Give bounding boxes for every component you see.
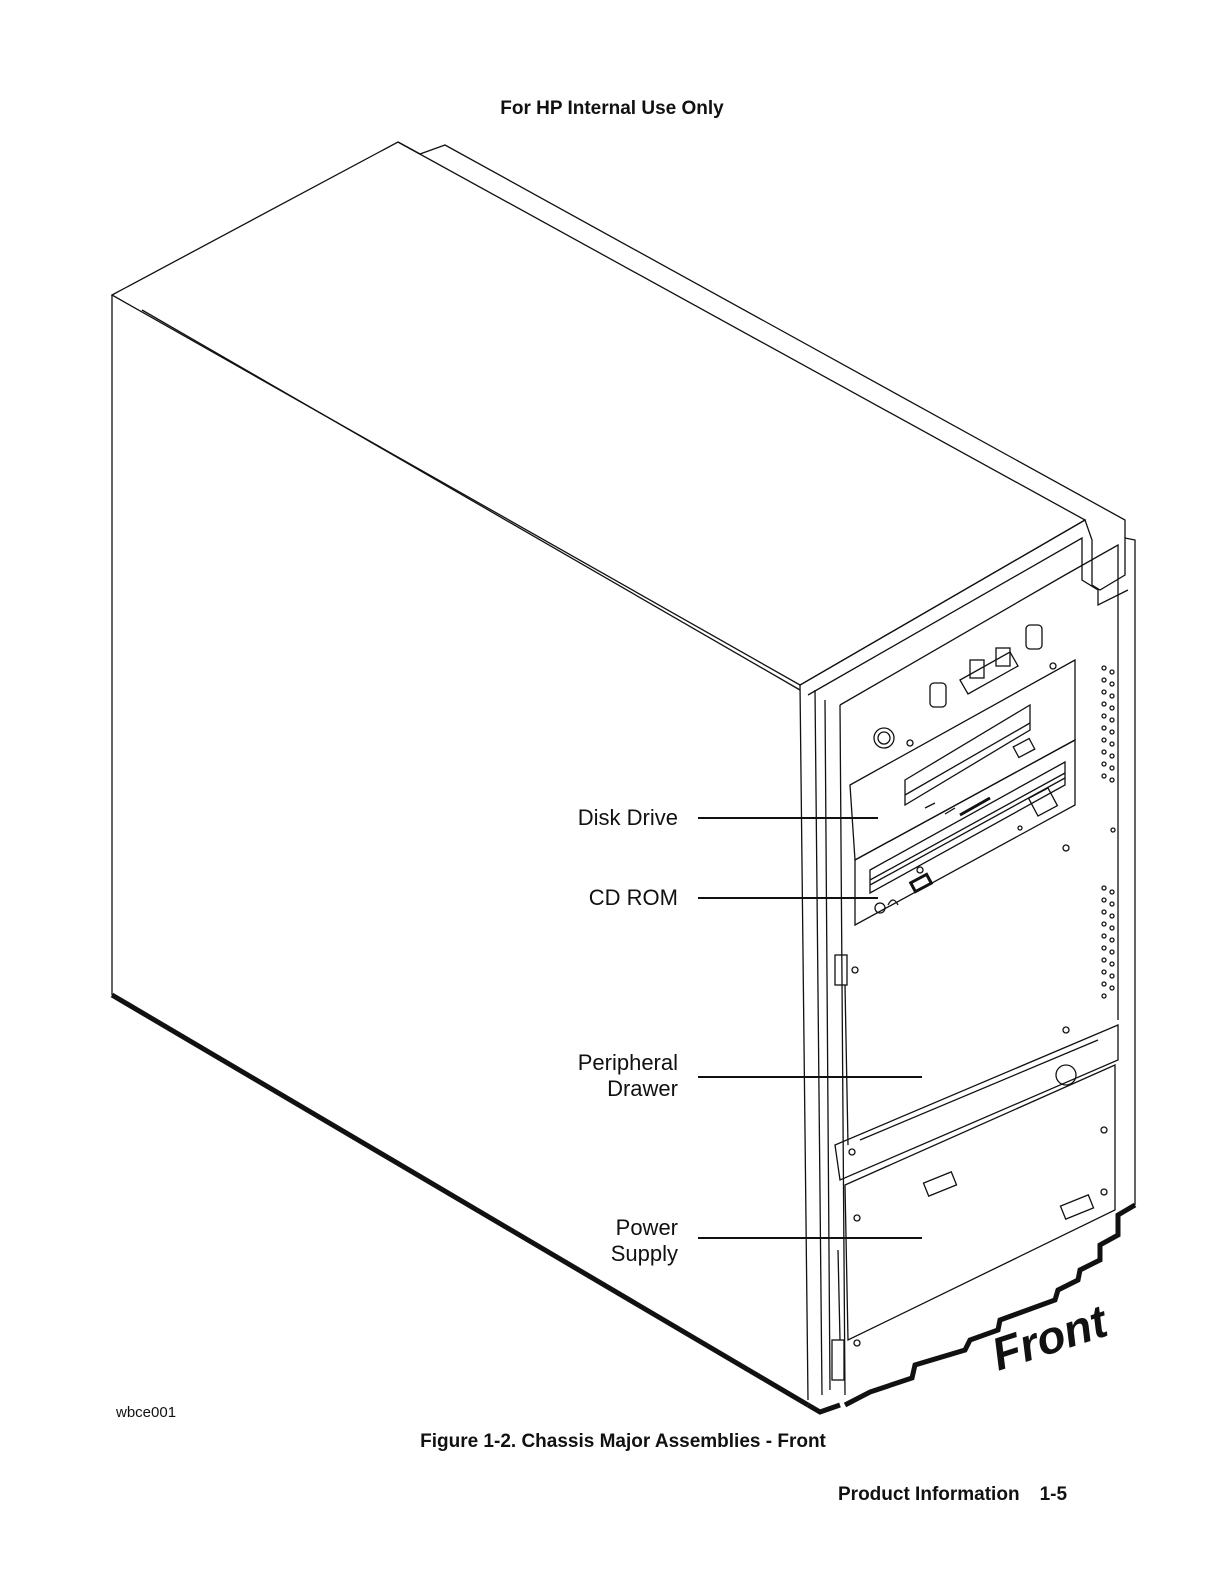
figure-code: wbce001 — [116, 1404, 176, 1421]
figure-caption: Figure 1-2. Chassis Major Assemblies - F… — [0, 1431, 1224, 1453]
chassis-side — [112, 295, 840, 1412]
disk-drive — [850, 660, 1075, 860]
cd-rom — [855, 740, 1075, 925]
callout-peripheral-drawer: Peripheral Drawer — [578, 1050, 678, 1102]
peripheral-drawer — [835, 955, 1118, 1180]
chassis-top — [112, 142, 1125, 690]
leader-lines — [698, 818, 922, 1238]
page-number: 1-5 — [1040, 1484, 1067, 1505]
control-panel — [874, 625, 1056, 748]
footer-section: Product Information — [838, 1484, 1020, 1505]
page-footer: Product Information 1-5 — [838, 1484, 1067, 1506]
callout-cd-rom: CD ROM — [589, 885, 678, 911]
vent-holes — [1102, 666, 1115, 998]
front-bezel — [800, 520, 1135, 1405]
callout-disk-drive: Disk Drive — [578, 805, 678, 831]
callout-power-supply: Power Supply — [611, 1215, 678, 1267]
